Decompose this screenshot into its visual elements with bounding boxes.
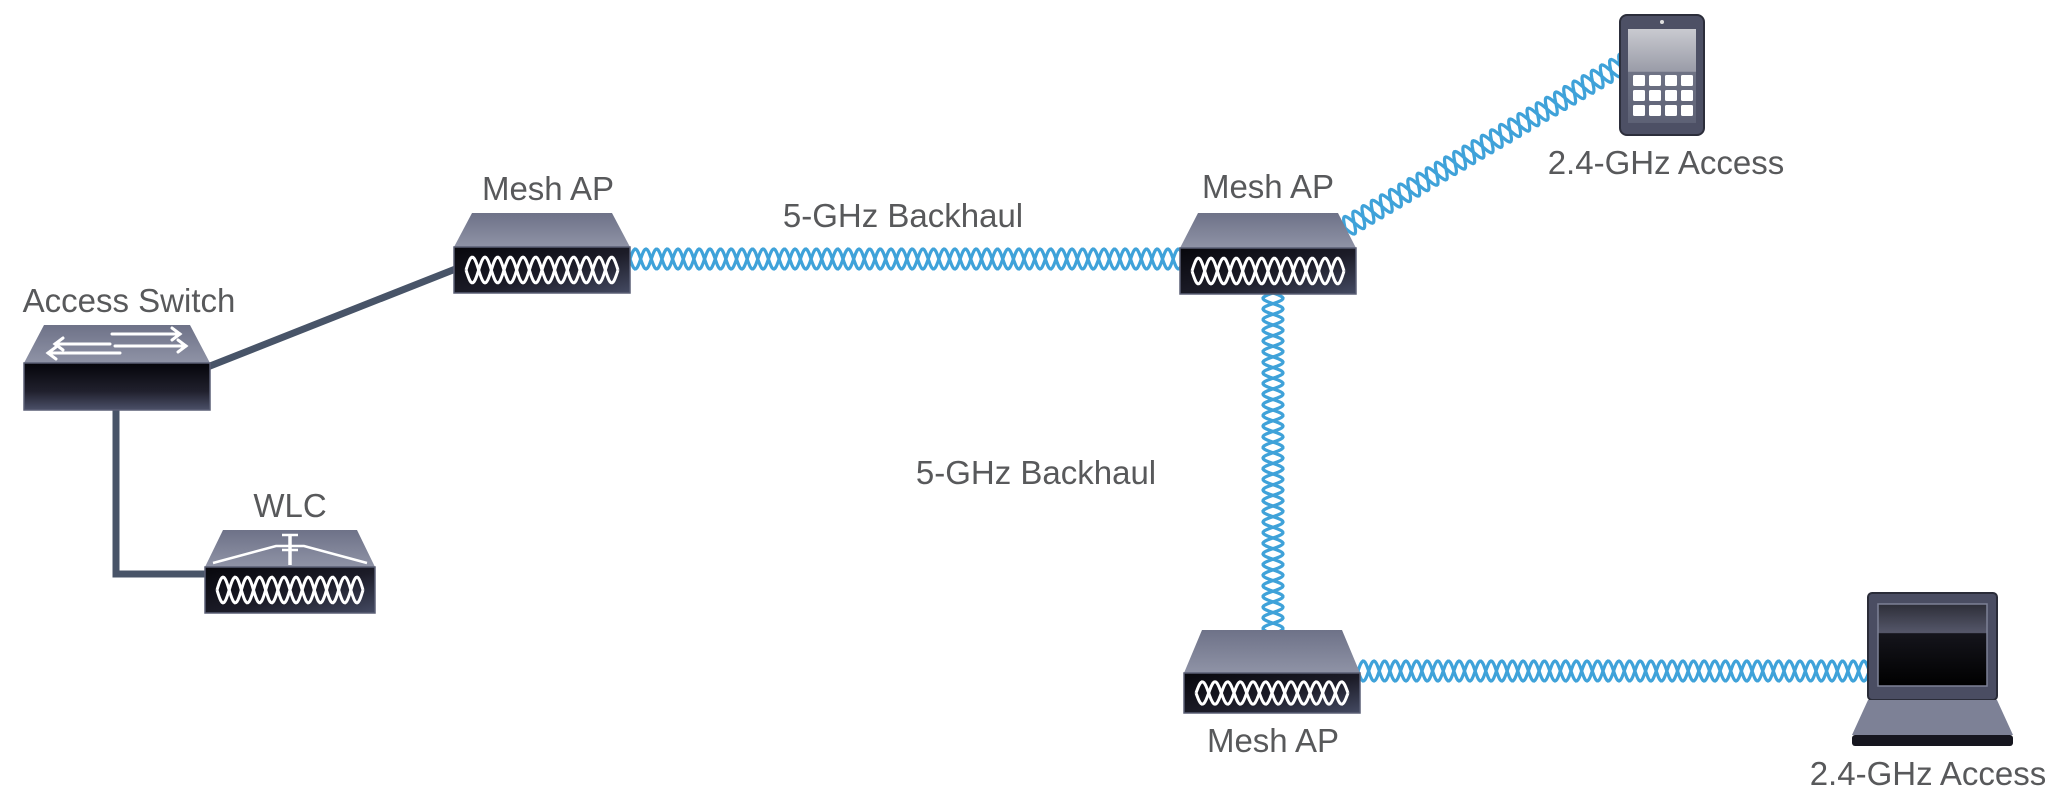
laptop-base-edge — [1852, 735, 2013, 746]
switch-front-face — [23, 362, 211, 411]
label-backhaul-horizontal: 5-GHz Backhaul — [783, 197, 1023, 234]
laptop-screen — [1877, 603, 1988, 687]
tablet-device[interactable] — [1619, 14, 1705, 136]
laptop-device[interactable] — [1852, 592, 2013, 746]
tablet-app-tile — [1649, 105, 1661, 116]
tablet-app-tile — [1649, 90, 1661, 101]
cable-switch-wlc — [112, 410, 208, 578]
tablet-app-tile — [1665, 105, 1677, 116]
tablet-camera — [1660, 20, 1664, 24]
radio-antenna-icon — [1194, 680, 1350, 706]
mesh-ap-3[interactable] — [1183, 630, 1361, 714]
tablet-app-tile — [1633, 90, 1645, 101]
wave-strand-1 — [628, 247, 1184, 271]
access-switch[interactable] — [23, 325, 211, 411]
label-mesh-ap-3: Mesh AP — [1207, 722, 1339, 759]
wave-strand-2 — [1341, 52, 1623, 231]
wave-strand-1 — [1343, 57, 1632, 236]
mesh-ap-2-top-face — [1180, 213, 1356, 248]
wave-strand-2 — [1356, 659, 1872, 683]
wave-strand-1 — [1261, 291, 1285, 634]
radio-antenna-icon — [215, 575, 365, 605]
switch-arrows-icon — [45, 326, 189, 361]
tablet-app-tile — [1633, 75, 1645, 86]
tablet-app-tile — [1649, 75, 1661, 86]
tablet-app-tile — [1665, 75, 1677, 86]
tablet-app-tile — [1681, 105, 1693, 116]
tablet-app-tile — [1665, 90, 1677, 101]
label-wlc: WLC — [253, 487, 326, 524]
wired-links — [112, 264, 460, 578]
tablet-app-tile — [1681, 75, 1693, 86]
wlc[interactable] — [204, 530, 376, 614]
wireless-link-ap3-laptop — [1356, 659, 1872, 683]
labels: Access Switch WLC Mesh AP Mesh AP Mesh A… — [23, 144, 2047, 792]
wireless-links — [628, 52, 1872, 683]
wave-strand-2 — [628, 247, 1184, 271]
wireless-link-ap1-ap2 — [628, 247, 1184, 271]
label-tablet-access: 2.4-GHz Access — [1548, 144, 1785, 181]
label-backhaul-vertical: 5-GHz Backhaul — [916, 454, 1156, 491]
access-points — [204, 213, 1361, 714]
mesh-ap-3-top-face — [1184, 630, 1360, 673]
cable-switch-ap1 — [203, 264, 460, 372]
label-mesh-ap-1: Mesh AP — [482, 170, 614, 207]
label-mesh-ap-2: Mesh AP — [1202, 168, 1334, 205]
mesh-ap-1-top-face — [454, 213, 630, 247]
wave-strand-2 — [1261, 291, 1285, 634]
tablet-app-grid-icon — [1633, 75, 1693, 116]
wlc-arrows-icon — [212, 533, 368, 565]
radio-antenna-icon — [464, 255, 620, 285]
wireless-link-ap2-ap3 — [1261, 291, 1285, 634]
tablet-app-tile — [1633, 105, 1645, 116]
label-laptop-access: 2.4-GHz Access — [1810, 755, 2047, 792]
wireless-link-ap2-tablet — [1341, 52, 1632, 236]
radio-antenna-icon — [1190, 256, 1346, 286]
laptop-keyboard-deck — [1852, 700, 2013, 735]
tablet-app-tile — [1681, 90, 1693, 101]
mesh-ap-1[interactable] — [453, 213, 631, 294]
mesh-ap-2[interactable] — [1179, 213, 1357, 295]
label-access-switch: Access Switch — [23, 282, 236, 319]
